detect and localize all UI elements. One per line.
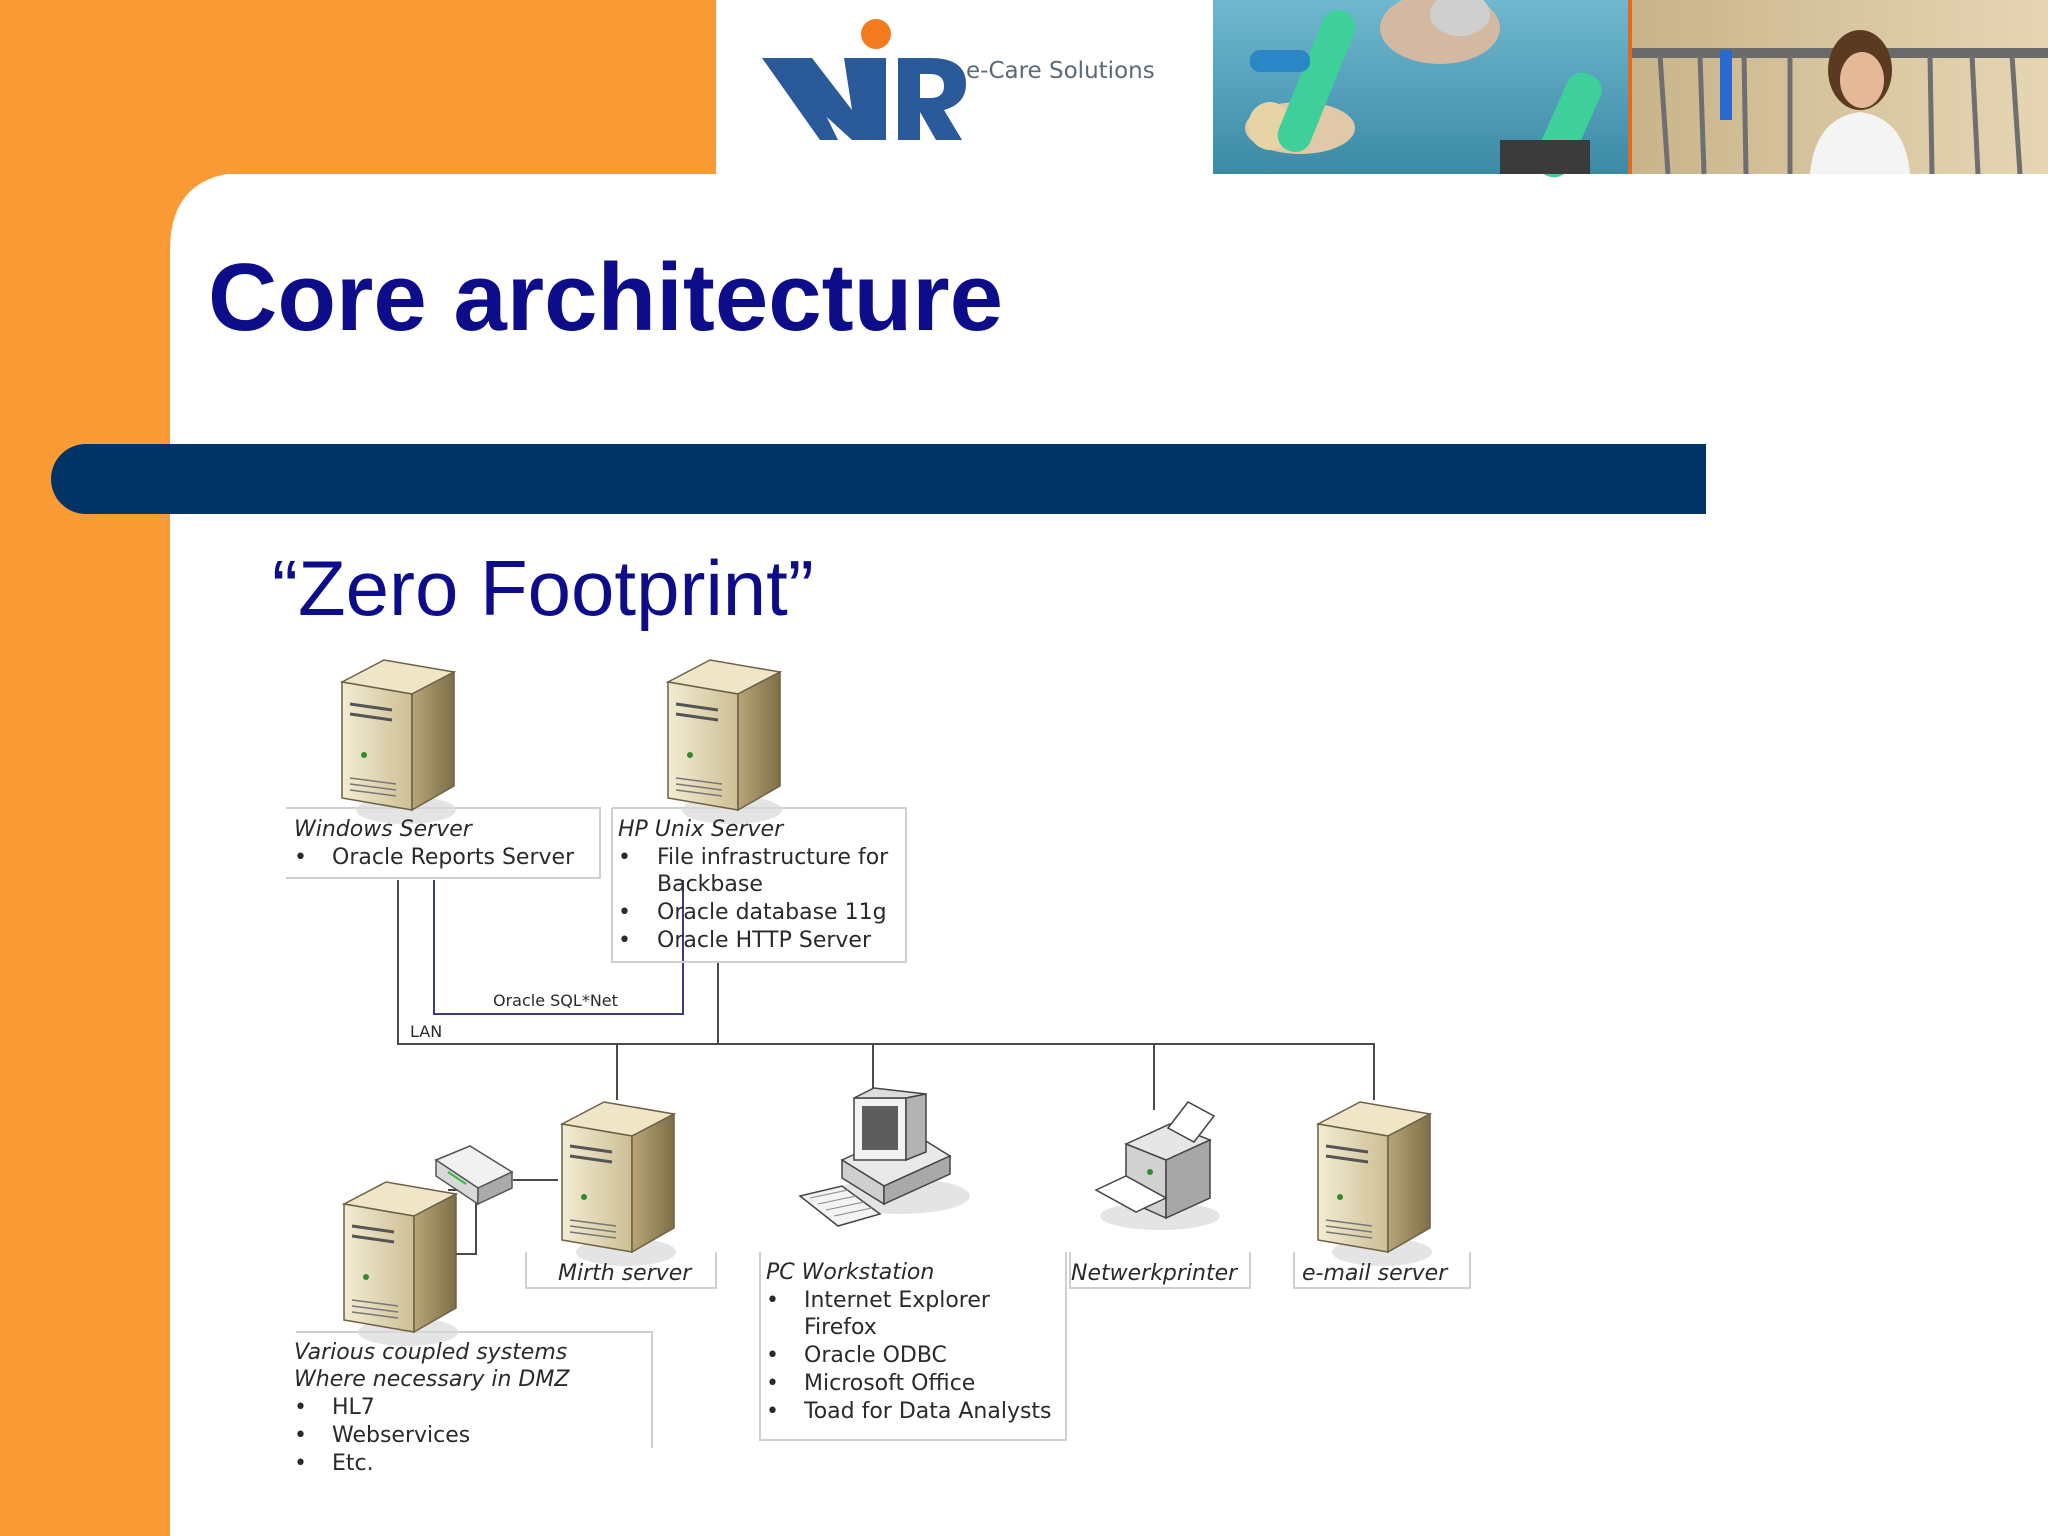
email-server-icon (1316, 1100, 1434, 1268)
hp-unix-bullet: Oracle database 11g (657, 900, 887, 925)
bullet: • (766, 1399, 779, 1424)
pc-bullet: Microsoft Office (804, 1371, 975, 1396)
left-orange-band (0, 172, 716, 1536)
svg-text:Various coupled systems: Various coupled systems (294, 1340, 567, 1365)
bullet: • (294, 1423, 307, 1448)
header-photo-pool (1213, 0, 1628, 178)
vir-logo (762, 19, 966, 140)
subtitle: “Zero Footprint” (272, 544, 814, 632)
svg-text:HP Unix Server: HP Unix Server (618, 817, 785, 842)
mirth-server-icon (560, 1100, 678, 1268)
hp-unix-bullet: Oracle HTTP Server (657, 928, 872, 953)
lan-label: LAN (410, 1022, 442, 1041)
bullet: • (294, 1395, 307, 1420)
hp-unix-server-label: HP Unix Server • File infrastructure for… (618, 817, 889, 953)
svg-text:PC Workstation: PC Workstation (766, 1260, 934, 1285)
title-bar (51, 444, 1706, 514)
pc-bullet: Firefox (804, 1315, 877, 1340)
bullet: • (618, 928, 631, 953)
windows-server-label: Windows Server • Oracle Reports Server (294, 817, 575, 870)
windows-server-icon (340, 658, 458, 826)
mirth-server-label: Mirth server (558, 1261, 693, 1286)
pc-bullet: Oracle ODBC (804, 1343, 947, 1368)
hp-unix-server-icon (666, 658, 784, 826)
bullet: • (294, 845, 307, 870)
coupled-bullet: Webservices (332, 1423, 470, 1448)
email-server-label: e-mail server (1302, 1261, 1449, 1286)
hp-unix-bullet: Backbase (657, 872, 763, 897)
coupled-bullet: Etc. (332, 1451, 374, 1476)
pc-bullet: Internet Explorer (804, 1288, 991, 1313)
bullet: • (766, 1288, 779, 1313)
pc-bullet: Toad for Data Analysts (803, 1399, 1052, 1424)
sqlnet-line (433, 880, 684, 1015)
bullet: • (294, 1451, 307, 1476)
coupled-systems-label: Various coupled systems Where necessary … (294, 1340, 570, 1476)
network-printer-label: Netwerkprinter (1071, 1261, 1239, 1286)
header-orange-band (0, 0, 716, 172)
network-printer-icon (1094, 1101, 1220, 1230)
router-icon (434, 1145, 514, 1206)
pc-workstation-icon (798, 1087, 970, 1227)
bullet: • (618, 845, 631, 870)
bullet: • (766, 1343, 779, 1368)
header-photo-doctor (1632, 0, 2048, 175)
bullet: • (766, 1371, 779, 1396)
windows-server-bullet: Oracle Reports Server (332, 845, 575, 870)
svg-text:Windows Server: Windows Server (294, 817, 474, 842)
bullet: • (618, 900, 631, 925)
logo-tagline: e-Care Solutions (966, 58, 1155, 84)
hp-unix-bullet: File infrastructure for (657, 845, 889, 870)
coupled-systems-server-icon (342, 1180, 460, 1348)
page-title: Core architecture (208, 244, 1003, 351)
pc-workstation-label: PC Workstation • Internet Explorer Firef… (766, 1260, 1052, 1424)
sqlnet-label: Oracle SQL*Net (493, 991, 618, 1010)
coupled-bullet: HL7 (332, 1395, 375, 1420)
svg-text:Where necessary in DMZ: Where necessary in DMZ (294, 1367, 570, 1392)
